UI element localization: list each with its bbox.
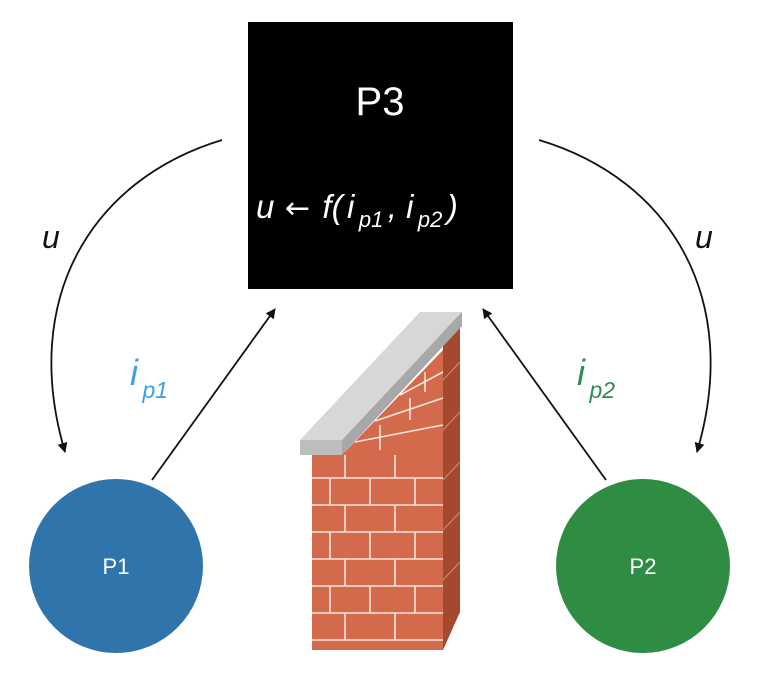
p1-node: P1 — [29, 479, 203, 653]
formula-close: ) — [443, 188, 458, 225]
p2-node: P2 — [556, 479, 730, 653]
p3-formula: u ← f( i p1 , i p2 ) — [256, 188, 458, 232]
ip2-label: i p2 — [577, 352, 615, 403]
formula-fn: f( — [322, 188, 345, 225]
ip2-arrow — [482, 308, 607, 481]
formula-arg1-sub: p1 — [358, 207, 383, 232]
ip2-label-base: i — [577, 352, 586, 393]
p3-box — [248, 22, 513, 289]
p3-label: P3 — [356, 80, 405, 124]
p1-circle — [29, 479, 203, 653]
formula-sep: , — [388, 188, 406, 225]
ip2-label-sub: p2 — [588, 377, 615, 403]
formula-arg1: i — [347, 188, 356, 225]
u-arrow-right — [538, 139, 712, 453]
formula-lhs: u — [256, 188, 274, 225]
p2-label: P2 — [630, 554, 657, 579]
ip1-label-base: i — [130, 352, 139, 393]
u-arrow-left — [50, 139, 223, 453]
ip1-arrow — [151, 308, 276, 481]
formula-arg2-sub: p2 — [417, 207, 442, 232]
p2-circle — [556, 479, 730, 653]
ip1-label: i p1 — [130, 352, 168, 403]
p1-label: P1 — [103, 554, 130, 579]
u-label-right: u — [695, 219, 713, 255]
formula-arg2: i — [406, 188, 415, 225]
brick-wall-icon — [300, 312, 462, 650]
ip1-label-sub: p1 — [141, 377, 168, 403]
p3-node: P3 u ← f( i p1 , i p2 ) — [248, 22, 513, 289]
formula-arrow: ← — [285, 191, 310, 226]
u-label-left: u — [42, 219, 60, 255]
